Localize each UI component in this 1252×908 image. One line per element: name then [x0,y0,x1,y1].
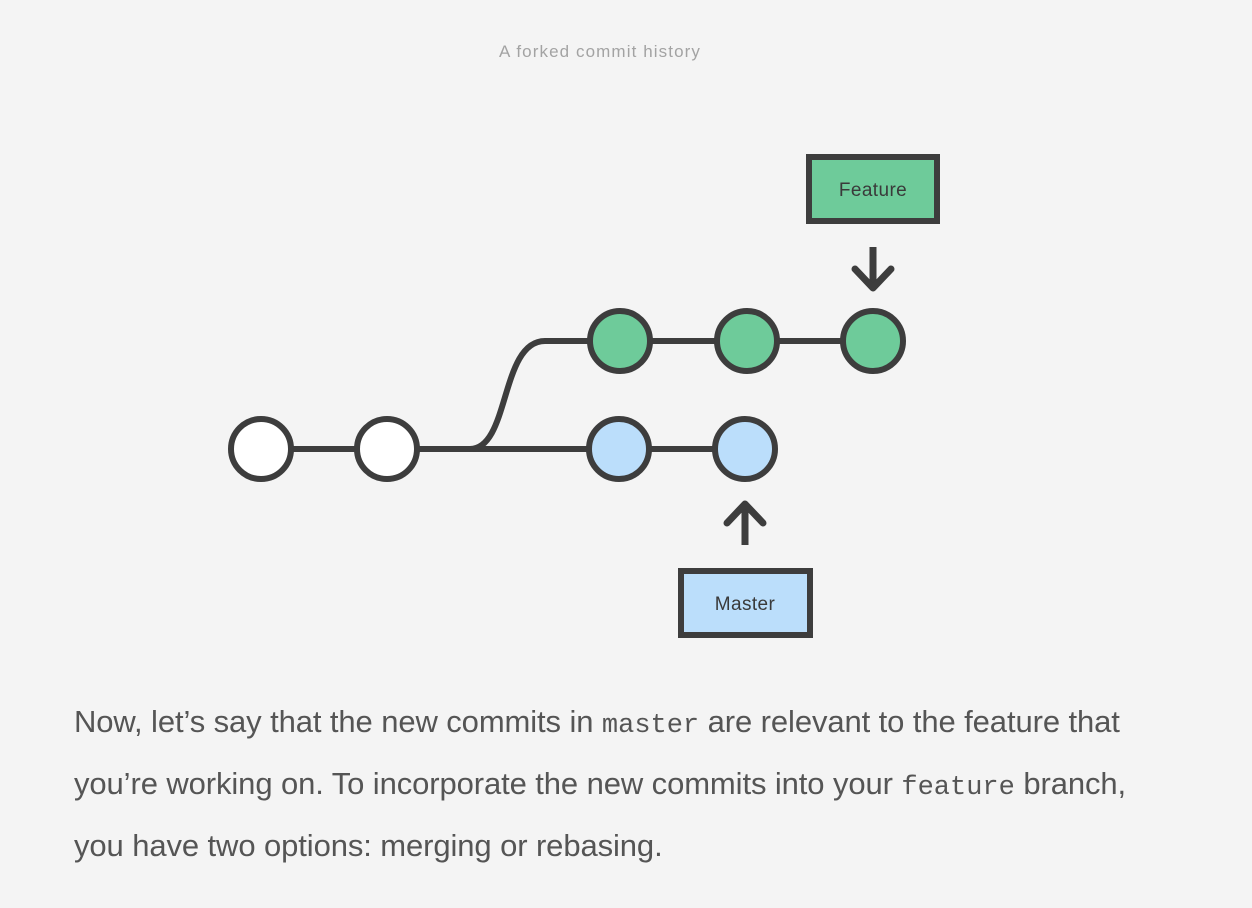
body-paragraph: Now, let’s say that the new commits in m… [74,693,1134,874]
master-arrow-icon [723,500,767,545]
body-text-part-1: Now, let’s say that the new commits in [74,704,602,739]
feature-branch-label[interactable]: Feature [806,154,940,224]
commit-node-c2[interactable] [354,416,420,482]
body-text-part-2: are relevant to the feature that you’re … [74,704,1120,801]
master-branch-label[interactable]: Master [678,568,813,638]
diagram-caption: A forked commit history [499,42,701,61]
feature-label-box [806,154,940,224]
feature-branch-curve [467,338,623,452]
commit-node-m2[interactable] [712,416,778,482]
commit-graph-diagram: Feature Master [228,154,940,638]
feature-arrow-icon [851,247,895,292]
inline-code-master: master [601,711,700,741]
feature-label-text: Feature [839,180,907,201]
commit-node-f1[interactable] [587,308,653,374]
master-label-text: Master [715,594,776,615]
commit-node-f3[interactable] [840,308,906,374]
commit-node-m1[interactable] [586,416,652,482]
body-text-part-3: branch, you have two options: merging or… [74,766,1127,863]
commit-node-c1[interactable] [228,416,294,482]
master-label-box [678,568,813,638]
commit-node-f2[interactable] [714,308,780,374]
inline-code-feature: feature [901,773,1015,803]
